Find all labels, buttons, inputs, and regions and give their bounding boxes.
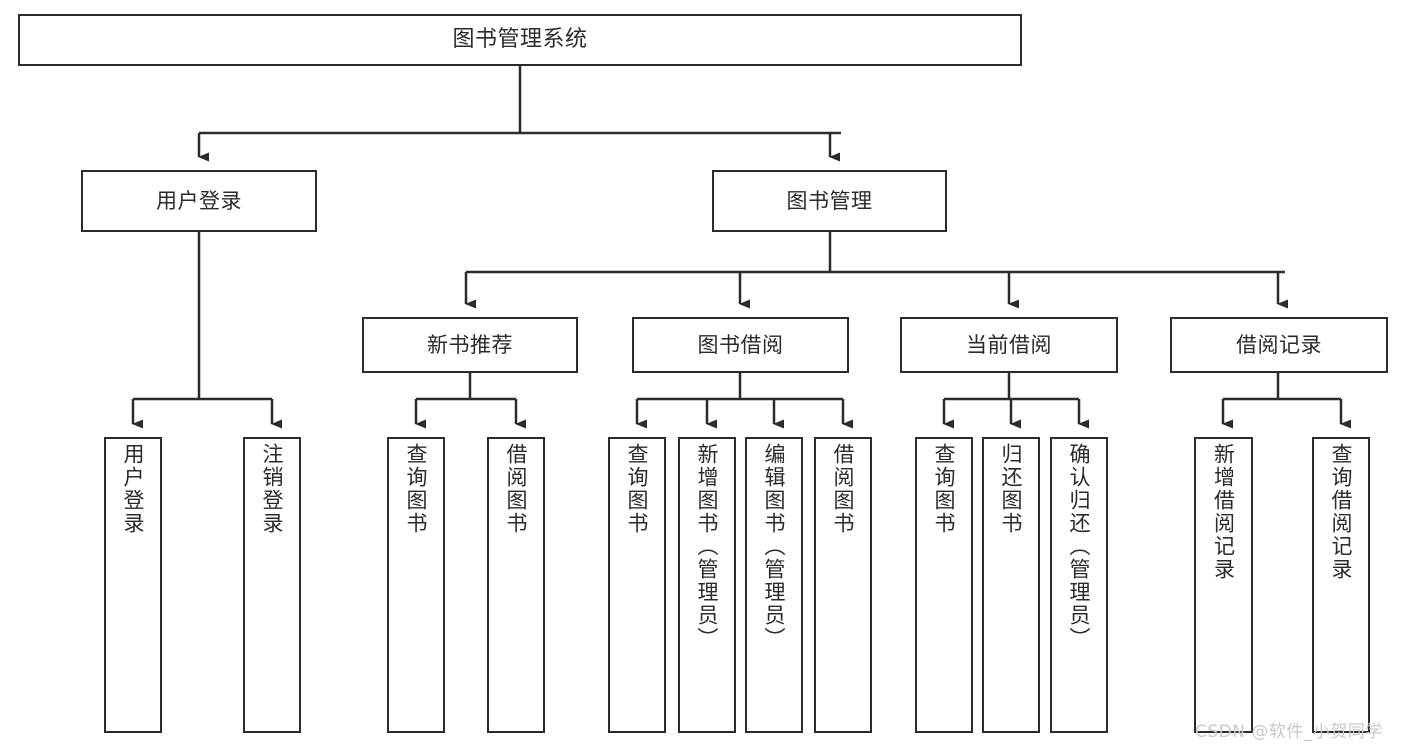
node-book-management[interactable]: 图书管理 [712, 170, 947, 232]
node-label: 查询借阅记录 [1329, 443, 1354, 581]
node-label: 图书管理 [786, 188, 873, 213]
csdn-watermark: CSDN @软件_小贺同学 [1195, 722, 1383, 742]
node-label: 查询图书 [625, 443, 650, 535]
leaf-add-borrow-record[interactable]: 新增借阅记录 [1194, 437, 1253, 733]
leaf-add-book-admin[interactable]: 新增图书（管理员） [678, 437, 736, 733]
node-label: 借阅图书 [831, 443, 856, 535]
leaf-user-login[interactable]: 用户登录 [104, 437, 162, 733]
node-label: 用户登录 [121, 443, 146, 535]
node-label: 新书推荐 [427, 332, 513, 357]
node-label: 查询图书 [404, 443, 429, 535]
current-borrow-to-leaves-connectors [942, 373, 1089, 429]
node-label: 确认归还（管理员） [1067, 443, 1092, 650]
root-to-level2-connectors [197, 66, 841, 162]
node-label: 新增借阅记录 [1211, 443, 1236, 581]
node-label: 新增图书（管理员） [695, 443, 720, 650]
leaf-borrow-book-newbook[interactable]: 借阅图书 [487, 437, 545, 733]
node-label: 图书管理系统 [452, 27, 588, 53]
node-user-login[interactable]: 用户登录 [81, 170, 317, 232]
node-label: 编辑图书（管理员） [762, 443, 787, 650]
node-root-system[interactable]: 图书管理系统 [18, 14, 1022, 66]
book-borrow-to-leaves-connectors [635, 373, 853, 429]
node-label: 借阅图书 [504, 443, 529, 535]
new-book-to-leaves-connectors [414, 373, 526, 429]
node-borrow-record[interactable]: 借阅记录 [1170, 317, 1388, 373]
node-label: 归还图书 [999, 443, 1024, 535]
node-label: 注销登录 [260, 443, 285, 535]
leaf-borrow-book[interactable]: 借阅图书 [814, 437, 872, 733]
node-new-book-recommend[interactable]: 新书推荐 [362, 317, 578, 373]
leaf-edit-book-admin[interactable]: 编辑图书（管理员） [745, 437, 803, 733]
node-label: 查询图书 [932, 443, 957, 535]
node-book-borrow[interactable]: 图书借阅 [632, 317, 849, 373]
user-login-to-leaves-connectors [131, 232, 282, 429]
node-label: 当前借阅 [966, 332, 1052, 357]
leaf-confirm-return-admin[interactable]: 确认归还（管理员） [1050, 437, 1108, 733]
leaf-query-book-borrow[interactable]: 查询图书 [608, 437, 666, 733]
node-label: 用户登录 [156, 188, 242, 213]
node-label: 借阅记录 [1236, 332, 1322, 357]
borrow-record-to-leaves-connectors [1221, 373, 1351, 429]
leaf-query-book-current[interactable]: 查询图书 [915, 437, 973, 733]
leaf-query-book-newbook[interactable]: 查询图书 [387, 437, 445, 733]
leaf-query-borrow-record[interactable]: 查询借阅记录 [1312, 437, 1370, 733]
node-label: 图书借阅 [697, 332, 784, 357]
leaf-return-book[interactable]: 归还图书 [982, 437, 1040, 733]
leaf-logout-login[interactable]: 注销登录 [243, 437, 301, 733]
node-current-borrow[interactable]: 当前借阅 [900, 317, 1118, 373]
book-mgmt-to-level3-connectors [464, 232, 1288, 309]
